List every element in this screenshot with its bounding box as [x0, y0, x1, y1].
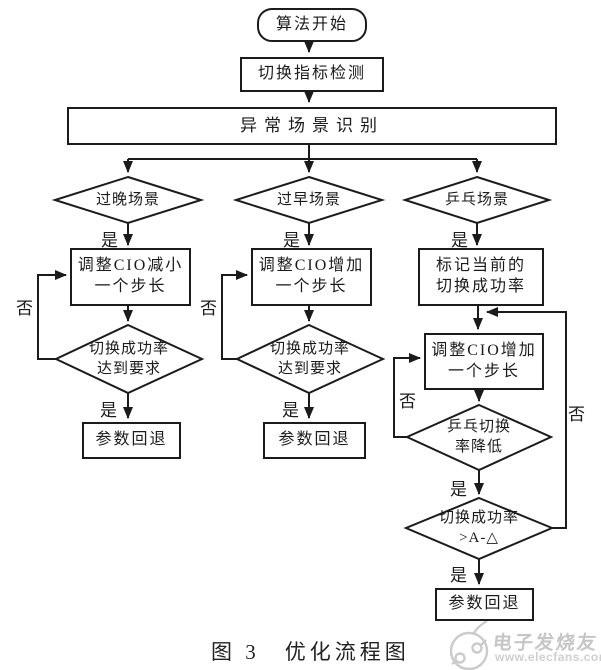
yes-label: 是: [451, 231, 468, 250]
yes-label: 是: [101, 231, 118, 250]
watermark-url: www.elecfans.com: [495, 650, 601, 664]
detect-node: 切换指标检测: [240, 57, 384, 92]
adjust-cio-decrease-node: 调整CIO减小 一个步长: [70, 248, 191, 306]
yes-label: 是: [100, 401, 117, 420]
watermark-logo-icon: [449, 619, 489, 670]
rollback-left-node: 参数回退: [82, 422, 181, 459]
no-label: 否: [568, 405, 585, 424]
rate-met-mid-decision: 切换成功率 达到要求: [269, 340, 350, 377]
rate-above-threshold-decision: 切换成功率 >A-△: [438, 509, 519, 546]
adjust-cio-increase-mid-node: 调整CIO增加 一个步长: [251, 248, 372, 306]
rate-met-left-decision: 切换成功率 达到要求: [88, 340, 169, 377]
no-label: 否: [200, 299, 217, 318]
scene-early-decision: 过早场景: [276, 191, 341, 208]
yes-label: 是: [283, 231, 300, 250]
identify-node: 异常场景识别: [67, 107, 557, 145]
adjust-cio-increase-right-node: 调整CIO增加 一个步长: [424, 333, 544, 390]
figure-caption: 图 3 优化流程图: [211, 640, 410, 664]
yes-label: 是: [282, 401, 299, 420]
yes-label: 是: [450, 566, 467, 585]
rollback-right-node: 参数回退: [435, 588, 534, 621]
scene-late-decision: 过晚场景: [95, 191, 160, 208]
no-label: 否: [16, 299, 33, 318]
no-label: 否: [399, 392, 416, 411]
scene-pingpong-decision: 乒乓场景: [444, 191, 509, 208]
start-node: 算法开始: [257, 8, 367, 42]
rollback-mid-node: 参数回退: [263, 422, 366, 459]
pingpong-rate-lower-decision: 乒乓切换 率降低: [446, 418, 511, 455]
yes-label: 是: [450, 480, 467, 499]
mark-current-rate-node: 标记当前的 切换成功率: [418, 248, 544, 306]
